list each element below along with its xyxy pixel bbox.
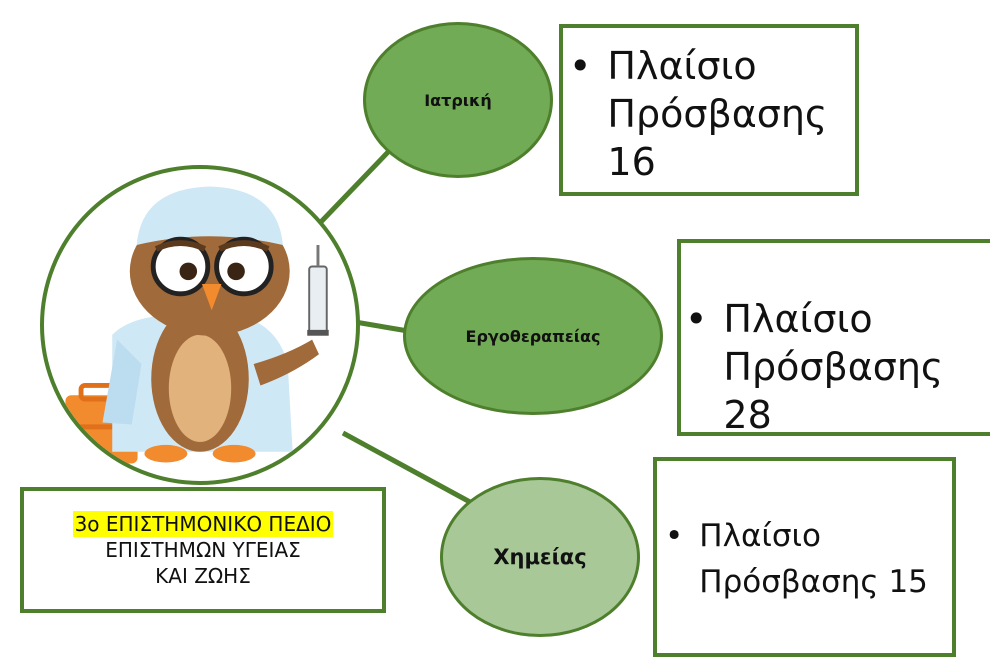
info-line: Πρόσβασης 15	[699, 564, 928, 600]
bubble-chimeias: Χημείας	[440, 477, 640, 637]
bubble-ergotherapeias: Εργοθεραπείας	[403, 257, 663, 415]
bullet-icon: •	[685, 297, 708, 341]
field-subtitle-line1: ΕΠΙΣΤΗΜΩΝ ΥΓΕΙΑΣ	[105, 538, 301, 562]
connector-ergotherapeias	[354, 319, 409, 334]
bubble-iatriki: Ιατρική	[363, 22, 553, 178]
owl-doctor-illustration	[65, 186, 329, 464]
bubble-label: Ιατρική	[424, 90, 492, 110]
bubble-label: Εργοθεραπείας	[465, 326, 601, 346]
info-box-chimeias: • Πλαίσιο Πρόσβασης 15	[653, 457, 956, 657]
info-line: 16	[607, 140, 656, 184]
info-box-iatriki: • Πλαίσιο Πρόσβασης 16	[559, 24, 859, 196]
info-box-ergotherapeias: • Πλαίσιο Πρόσβασης 28	[677, 239, 990, 437]
bullet-icon: •	[569, 44, 592, 88]
center-illustration-circle	[40, 165, 360, 485]
info-line: Πλαίσιο	[699, 518, 821, 554]
bullet-icon: •	[665, 518, 684, 554]
scientific-field-box: 3ο ΕΠΙΣΤΗΜΟΝΙΚΟ ΠΕΔΙΟ ΕΠΙΣΤΗΜΩΝ ΥΓΕΙΑΣ Κ…	[20, 487, 386, 613]
field-title: 3ο ΕΠΙΣΤΗΜΟΝΙΚΟ ΠΕΔΙΟ	[72, 511, 334, 537]
connector-chimeias	[341, 430, 472, 505]
connector-iatriki	[316, 148, 392, 227]
bubble-label: Χημείας	[493, 545, 587, 569]
info-line: Πρόσβασης 28	[723, 345, 944, 437]
info-line: Πλαίσιο	[723, 297, 873, 341]
info-line: Πρόσβασης	[607, 92, 828, 136]
info-line: Πλαίσιο	[607, 44, 757, 88]
field-subtitle-line2: ΚΑΙ ΖΩΗΣ	[155, 564, 251, 588]
